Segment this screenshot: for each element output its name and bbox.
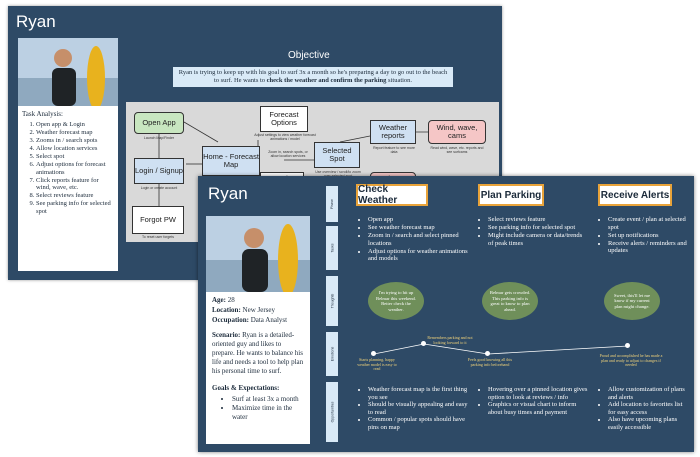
row-label-opportunities: Opportunities — [326, 382, 338, 442]
surfer-image-icon — [206, 216, 310, 292]
front-slide: Ryan Age: 28 Location: New Jersey Occupa… — [198, 176, 694, 452]
task-analysis-item: Zooms in / search spots — [36, 137, 114, 145]
task-analysis-item: Allow location services — [36, 145, 114, 153]
task-analysis-item: See parking info for selected spot — [36, 200, 114, 215]
emotion-point — [485, 351, 490, 356]
thought-bubble: I'm trying to hit up Belmar this weekend… — [368, 282, 424, 320]
thought-bubble: Belmar gets crowded. This parking info i… — [482, 282, 538, 320]
opportunities-check-weather: Weather forecast map is the first thing … — [358, 386, 468, 431]
profile-location: Location: New Jersey — [212, 306, 275, 314]
flow-home-forecast-map: Home - Forecast Map — [202, 146, 260, 176]
flow-note-login: Login or create account — [140, 186, 178, 190]
flow-selected-spot: Selected Spot — [314, 142, 360, 168]
emotion-point — [421, 341, 426, 346]
front-persona-name: Ryan — [208, 184, 248, 203]
surfer-image-icon — [18, 38, 118, 106]
profile-occupation: Occupation: Data Analyst — [212, 316, 288, 324]
emotion-note: Proud and accomplished he has made a pla… — [599, 353, 663, 368]
tasks-plan-parking: Select reviews feature See parking info … — [478, 216, 584, 248]
row-label-thoughts: Thoughts — [326, 276, 338, 326]
goal-item: Surf at least 3x a month — [232, 395, 304, 404]
tasks-check-weather: Open app See weather forecast map Zoom i… — [358, 216, 468, 263]
emotion-note: Feels good knowing all this parking info… — [467, 357, 513, 367]
profile-scenario: Scenario: Ryan is a detailed-oriented gu… — [212, 331, 304, 375]
task-analysis-title: Task Analysis: — [22, 110, 63, 118]
flow-note-forecast: Adjust settings to view weather forecast… — [254, 133, 316, 141]
opportunities-plan-parking: Hovering over a pinned location gives op… — [478, 386, 588, 416]
task-analysis-item: Click reports feature for wind, wave, et… — [36, 177, 114, 192]
phase-plan-parking: Plan Parking — [478, 184, 544, 206]
profile-age: Age: 28 — [212, 296, 235, 304]
flow-note-launch: Launch Map/Finder — [143, 136, 175, 140]
row-label-phase: Phase — [326, 186, 338, 222]
task-analysis-item: Select reviews feature — [36, 192, 114, 200]
objective-title: Objective — [288, 50, 330, 61]
opportunities-receive-alerts: Allow customization of plans and alerts … — [598, 386, 688, 431]
persona-profile-card: Age: 28 Location: New Jersey Occupation:… — [206, 292, 310, 444]
task-analysis-list: Open app & LoginWeather forecast mapZoom… — [22, 121, 114, 215]
flow-forgot-pw: Forgot PW — [132, 206, 184, 234]
task-analysis-item: Select spot — [36, 153, 114, 161]
thought-bubble: Sweet, this'll let me know if my current… — [604, 282, 660, 320]
emotion-note: Remembers parking and not looking forwar… — [427, 335, 473, 345]
emotion-point — [371, 351, 376, 356]
emotion-note: Starts planning, happy weather model is … — [357, 357, 397, 372]
flow-open-app: Open App — [134, 112, 184, 134]
back-persona-name: Ryan — [16, 12, 56, 31]
objective-text: Ryan is trying to keep up with his goal … — [173, 67, 453, 87]
flow-login-signup: Login / Signup — [134, 158, 184, 184]
goal-item: Maximize time in the water — [232, 404, 304, 422]
profile-goals: Goals & Expectations: Surf at least 3x a… — [212, 384, 304, 422]
flow-note-read: Read wind, wave, etc. reports and see su… — [430, 146, 484, 154]
back-slide: Ryan Task Analysis: Open app & LoginWeat… — [8, 6, 502, 280]
phase-receive-alerts: Receive Alerts — [598, 184, 672, 206]
flow-note-reset: To reset user forgets — [142, 235, 174, 239]
front-persona-photo — [206, 216, 310, 292]
flow-forecast-options: Forecast Options — [260, 106, 308, 132]
flow-note-report: Report feature to see more data — [373, 146, 415, 154]
back-persona-photo — [18, 38, 118, 106]
flow-note-zoom: Zoom in, search spots, or allow location… — [268, 150, 308, 158]
task-analysis-item: Weather forecast map — [36, 129, 114, 137]
task-analysis-item: Adjust options for forecast animations — [36, 161, 114, 176]
task-analysis-card: Task Analysis: Open app & LoginWeather f… — [18, 106, 118, 271]
tasks-receive-alerts: Create event / plan at selected spot Set… — [598, 216, 688, 255]
task-analysis-item: Open app & Login — [36, 121, 114, 129]
row-label-emotions: Emotions — [326, 332, 338, 376]
emotion-point — [625, 343, 630, 348]
row-label-tasks: Tasks — [326, 226, 338, 270]
flow-weather-reports: Weather reports — [370, 120, 416, 144]
phase-check-weather: Check Weather — [356, 184, 428, 206]
flow-wind-wave-cams: Wind, wave, cams — [428, 120, 486, 144]
